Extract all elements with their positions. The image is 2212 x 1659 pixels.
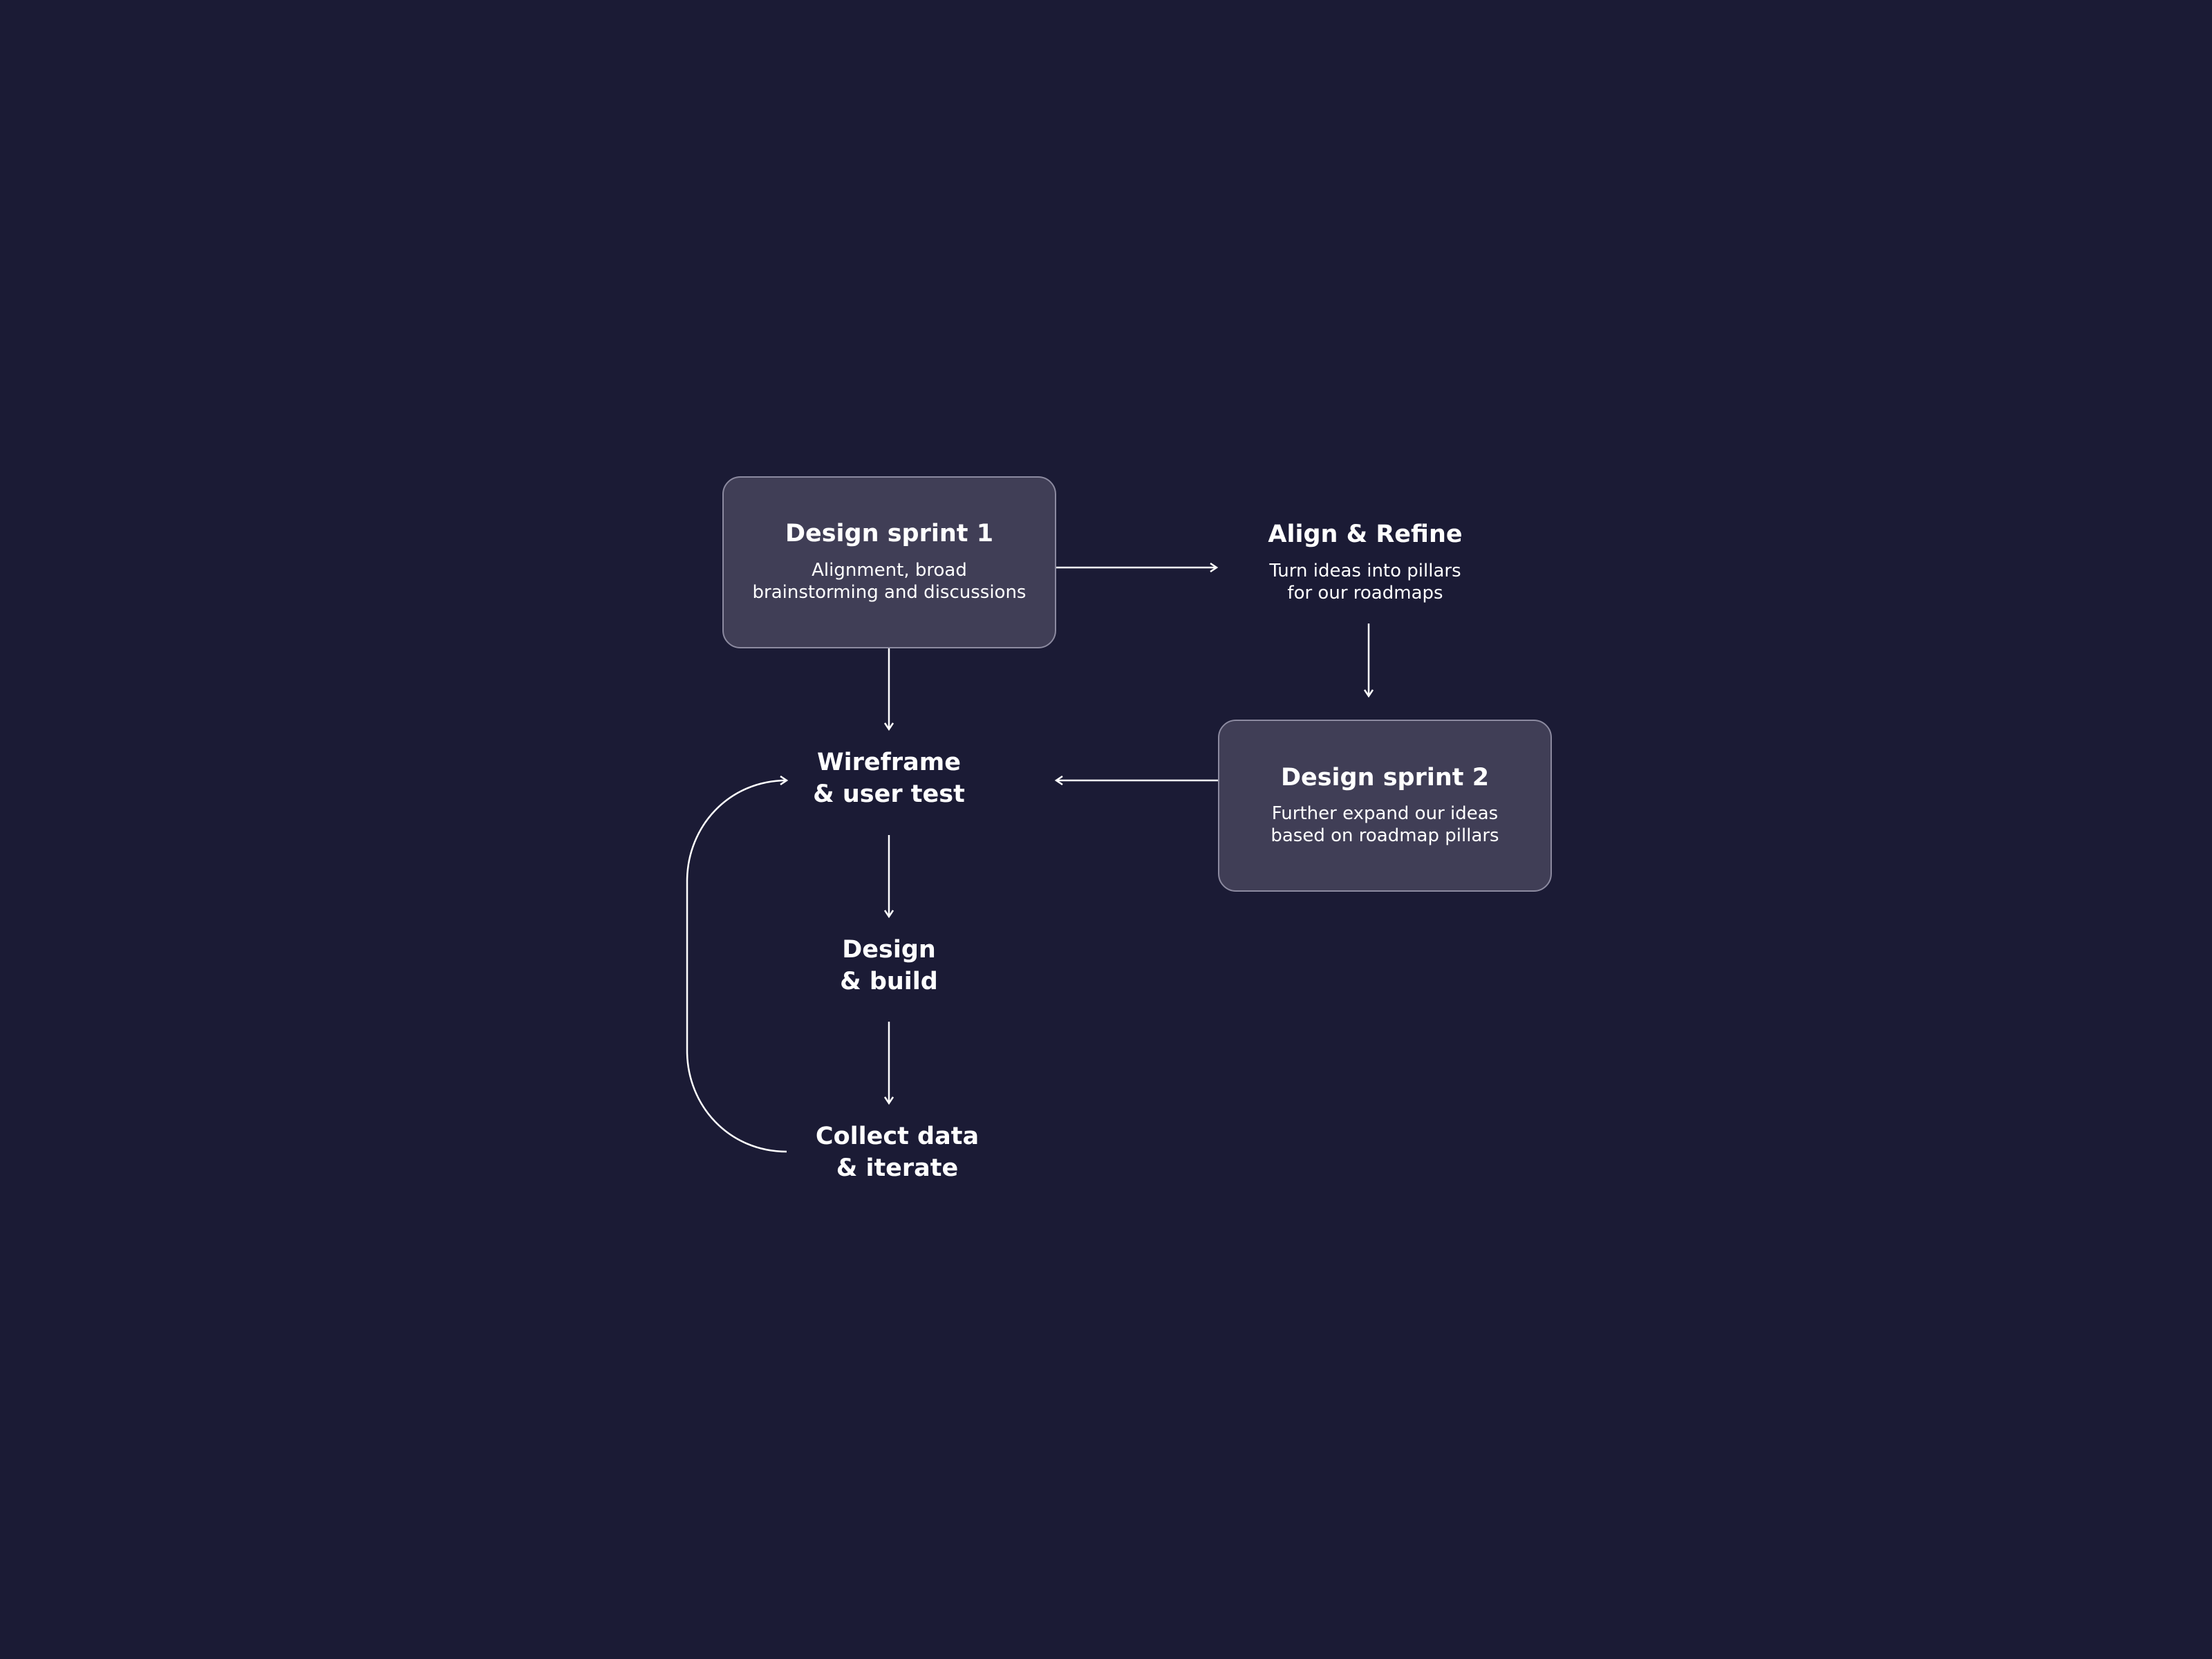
design-build-line-1: Design (842, 936, 936, 964)
align-refine-desc-line-1: Turn ideas into pillars (1269, 561, 1461, 581)
design-sprint-2-desc-line-2: based on roadmap pillars (1271, 825, 1499, 846)
design-sprint-2-desc-line-1: Further expand our ideas (1271, 803, 1499, 824)
align-refine-node: Align & Refine Turn ideas into pillars f… (1206, 518, 1524, 608)
align-refine-desc-line-2: for our roadmaps (1287, 583, 1443, 603)
design-sprint-1-desc-line-2: brainstorming and discussions (752, 582, 1027, 603)
arrow-loop-collect-to-wireframe (686, 780, 787, 1153)
wireframe-user-test-node: Wireframe & user test (771, 747, 1006, 813)
design-sprint-2-title: Design sprint 2 (1280, 764, 1490, 791)
design-sprint-1-title: Design sprint 1 (785, 520, 994, 547)
design-build-node: Design & build (771, 934, 1006, 1000)
collect-data-line-1: Collect data (815, 1123, 980, 1150)
wireframe-line-2: & user test (813, 780, 965, 808)
design-build-line-2: & build (840, 968, 938, 995)
wireframe-line-1: Wireframe (817, 749, 961, 776)
align-refine-title: Align & Refine (1268, 521, 1463, 548)
design-sprint-2-card: Design sprint 2 Further expand our ideas… (1218, 720, 1552, 892)
collect-data-line-2: & iterate (836, 1154, 959, 1182)
collect-data-iterate-node: Collect data & iterate (780, 1121, 1015, 1187)
design-sprint-1-card: Design sprint 1 Alignment, broad brainst… (722, 476, 1056, 648)
design-sprint-1-desc-line-1: Alignment, broad (812, 560, 967, 581)
